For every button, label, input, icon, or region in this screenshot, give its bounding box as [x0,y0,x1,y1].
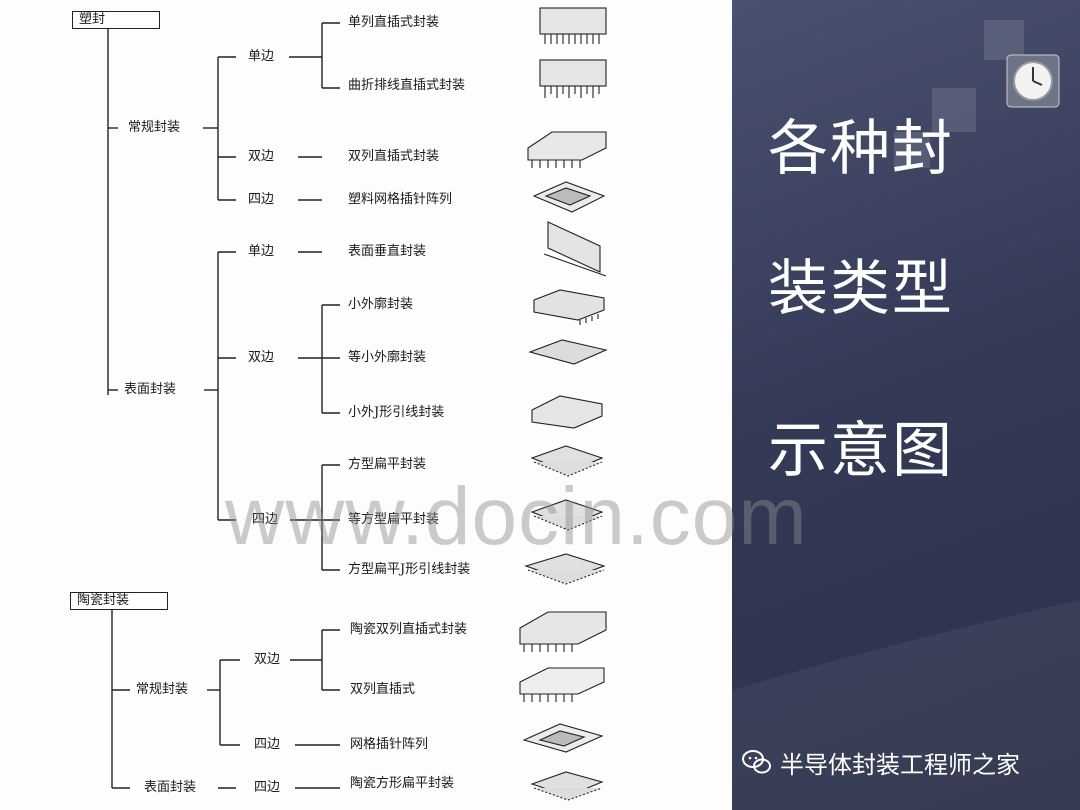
item-svp: 表面垂直封装 [348,244,427,259]
package-illustrations [519,7,608,801]
ceramic-dip-package-icon [519,667,605,702]
plastic-conv-quad-label: 四边 [248,192,275,207]
plastic-conv-dual-label: 双边 [248,149,275,164]
plastic-surf-quad-label: 四边 [252,512,279,527]
package-classification-diagram: 塑封 陶瓷封装 常规封装 单边 双边 四边 单列直插式封装 曲折排线直插式封装 … [70,7,608,801]
decor-square [984,20,1024,60]
sip-package-icon [539,7,607,44]
ceramic-surface-label: 表面封装 [144,780,197,795]
plastic-conv-single-label: 单边 [248,49,275,64]
item-pga: 网格插针阵列 [350,737,429,752]
plastic-title: 塑封 [72,11,160,29]
ceramic-surf-quad-label: 四边 [254,780,281,795]
ssop-package-icon [528,339,608,365]
zip-package-icon [539,59,607,98]
title-line-1: 各种封 [768,114,954,184]
qfp-package-icon [530,445,604,477]
ceramic-conv-dual-label: 双边 [254,652,281,667]
item-dip-ceramic: 双列直插式 [350,682,416,697]
item-ppga: 塑料网格插针阵列 [348,192,453,207]
plastic-surf-single-label: 单边 [248,244,275,259]
title-panel: 各种封 装类型 示意图 [732,0,1080,810]
item-zip: 曲折排线直插式封装 [348,78,466,93]
item-qfp: 方型扁平封装 [348,457,427,472]
item-cerdip: 陶瓷双列直插式封装 [350,622,468,637]
ceramic-qfp-package-icon [530,771,604,801]
footer-brand: 半导体封装工程师之家 [742,744,1020,780]
item-sip: 单列直插式封装 [348,15,440,30]
qfj-package-icon [524,553,606,585]
clock-icon [1006,54,1060,108]
ceramic-conventional-label: 常规封装 [136,682,189,697]
ppga-package-icon [532,181,606,213]
pga-package-icon [522,723,604,753]
item-equal-qfp: 等方型扁平封装 [348,512,440,527]
watermark: www.docin.com [225,471,808,562]
title-line-3: 示意图 [768,416,954,486]
item-ssop: 等小外廓封装 [348,350,427,365]
item-qfj: 方型扁平J形引线封装 [348,562,471,577]
tree-connector-lines [107,22,340,789]
footer-text: 半导体封装工程师之家 [780,750,1020,779]
equal-qfp-package-icon [530,499,604,531]
ceramic-conv-quad-label: 四边 [254,737,281,752]
svp-package-icon [543,221,607,277]
item-soj: 小外J形引线封装 [348,405,445,420]
plastic-surf-dual-label: 双边 [248,350,275,365]
dip-package-icon [527,131,607,168]
plastic-surface-label: 表面封装 [124,382,177,397]
decor-square [894,132,930,168]
wechat-icon [742,750,771,774]
decor-wave [732,600,1080,810]
item-ceramic-qfp: 陶瓷方形扁平封装 [350,776,455,791]
item-sop: 小外廓封装 [348,297,414,312]
soj-package-icon [531,395,603,429]
sop-package-icon [533,289,605,325]
cerdip-package-icon [519,611,607,652]
item-dip: 双列直插式封装 [348,149,440,164]
decor-square [932,88,976,132]
ceramic-title: 陶瓷封装 [70,592,168,610]
plastic-conventional-label: 常规封装 [128,120,181,135]
title-line-2: 装类型 [768,254,954,324]
